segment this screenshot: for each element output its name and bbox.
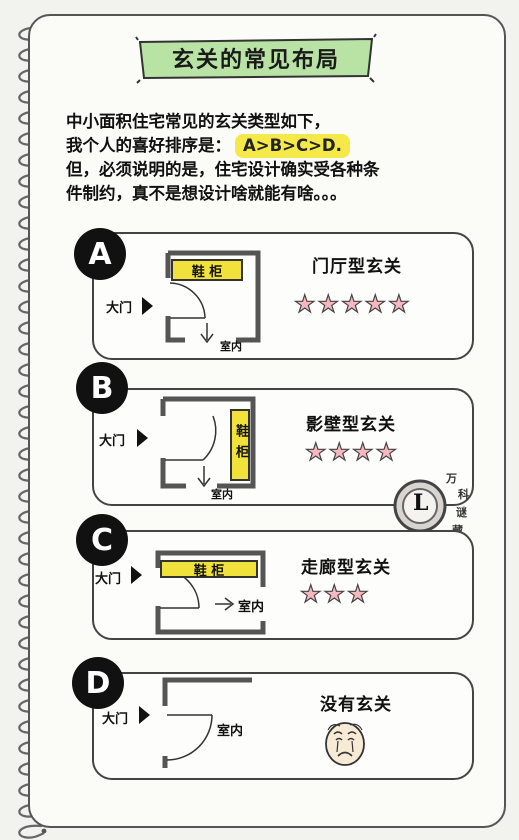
rating-a: ★★★★★ — [293, 290, 410, 318]
star-icon: ★ — [375, 438, 398, 466]
badge-c: C — [76, 514, 128, 566]
indoor-label-b: 室内 — [211, 488, 233, 501]
intro-text: 中小面积住宅常见的玄关类型如下， 我个人的喜好排序是：A>B>C>D. 但，必须… — [66, 110, 496, 206]
intro-line-3: 但，必须说明的是，住宅设计确实受各种条 — [66, 160, 380, 179]
watermark-text-1: 万 — [446, 472, 457, 485]
watermark-logo-letter: L — [413, 490, 429, 516]
type-name-a: 门厅型玄关 — [312, 257, 402, 277]
indoor-label-a: 室内 — [220, 340, 242, 353]
intro-line-2-prefix: 我个人的喜好排序是： — [66, 136, 231, 155]
watermark-logo — [393, 479, 447, 533]
intro-line-4: 件制约，真不是想设计啥就能有啥。。。 — [66, 184, 347, 203]
badge-d: D — [72, 657, 124, 709]
rating-c: ★★★ — [299, 580, 369, 608]
crying-face-icon — [325, 722, 365, 766]
indoor-label-d: 室内 — [217, 724, 244, 739]
shoe-cabinet-b: 鞋柜 — [230, 409, 250, 481]
ranking-highlight: A>B>C>D. — [235, 134, 350, 158]
indoor-label-c: 室内 — [238, 600, 265, 615]
entrance-label-a: 大门 — [106, 301, 133, 316]
shoe-cabinet-a: 鞋 柜 — [171, 259, 243, 281]
star-icon: ★ — [387, 290, 410, 318]
star-icon: ★ — [351, 438, 374, 466]
star-icon: ★ — [340, 290, 363, 318]
title-banner — [135, 33, 377, 84]
page-title: 玄关的常见布局 — [171, 48, 340, 73]
spiral-ring — [18, 824, 45, 839]
intro-line-1: 中小面积住宅常见的玄关类型如下， — [66, 112, 330, 131]
rating-b: ★★★★ — [304, 438, 398, 466]
shoe-cabinet-b-label: 鞋柜 — [233, 424, 248, 466]
star-icon: ★ — [317, 290, 340, 318]
badge-b: B — [76, 362, 128, 414]
star-icon: ★ — [304, 438, 327, 466]
watermark-text-2: 科 — [458, 488, 469, 501]
type-name-c: 走廊型玄关 — [301, 558, 391, 578]
star-icon: ★ — [323, 580, 346, 608]
badge-a: A — [74, 228, 126, 280]
star-icon: ★ — [364, 290, 387, 318]
layout-card-d — [92, 672, 474, 780]
star-icon: ★ — [328, 438, 351, 466]
star-icon: ★ — [346, 580, 369, 608]
type-name-d: 没有玄关 — [320, 695, 392, 715]
type-name-b: 影壁型玄关 — [306, 415, 396, 435]
star-icon: ★ — [299, 580, 322, 608]
entrance-label-d: 大门 — [102, 712, 129, 727]
binding-hole — [41, 828, 47, 834]
watermark-text-3: 谜 — [456, 506, 467, 519]
entrance-label-b: 大门 — [99, 434, 126, 449]
shoe-cabinet-c: 鞋 柜 — [160, 560, 258, 579]
intro-line-2: 我个人的喜好排序是：A>B>C>D. — [66, 134, 496, 158]
layout-card-a — [92, 232, 474, 360]
star-icon: ★ — [293, 290, 316, 318]
entrance-label-c: 大门 — [95, 572, 122, 587]
